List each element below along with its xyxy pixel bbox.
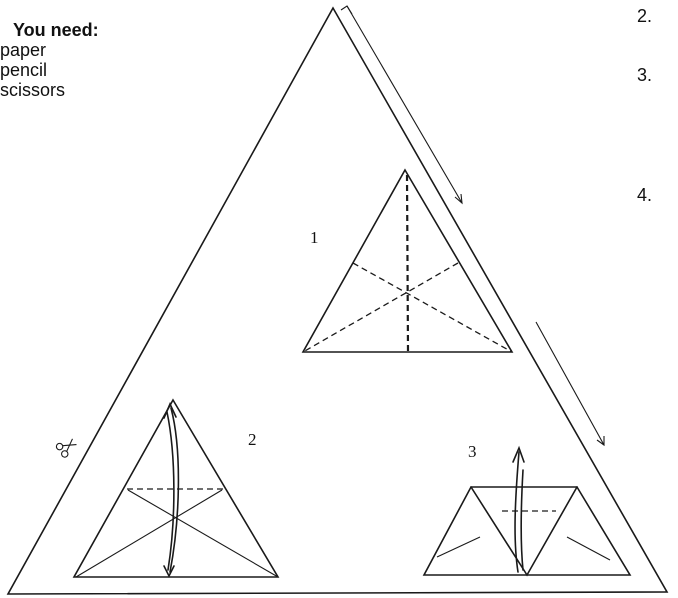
scissors-icon	[55, 438, 77, 458]
supplies-heading: You need:	[13, 20, 99, 40]
edge-arrow-top	[340, 5, 463, 205]
figure-label: 1	[310, 228, 319, 247]
figure-1-triangle	[301, 168, 514, 353]
step-number: 2.	[637, 6, 653, 26]
edge-arrow-bottom	[535, 321, 605, 447]
figure-3-shape	[422, 445, 632, 577]
supplies-list: You need: paper pencil scissors	[0, 20, 170, 100]
figure-label: 3	[468, 442, 477, 461]
figure-2-triangle	[72, 398, 280, 578]
supply-item: scissors	[0, 80, 66, 100]
step-number: 3.	[637, 65, 653, 85]
supply-item: pencil	[0, 60, 48, 80]
outer-triangle	[6, 6, 669, 595]
figure-label: 2	[248, 430, 257, 449]
step-number: 4.	[637, 185, 653, 205]
supply-item: paper	[0, 40, 47, 60]
